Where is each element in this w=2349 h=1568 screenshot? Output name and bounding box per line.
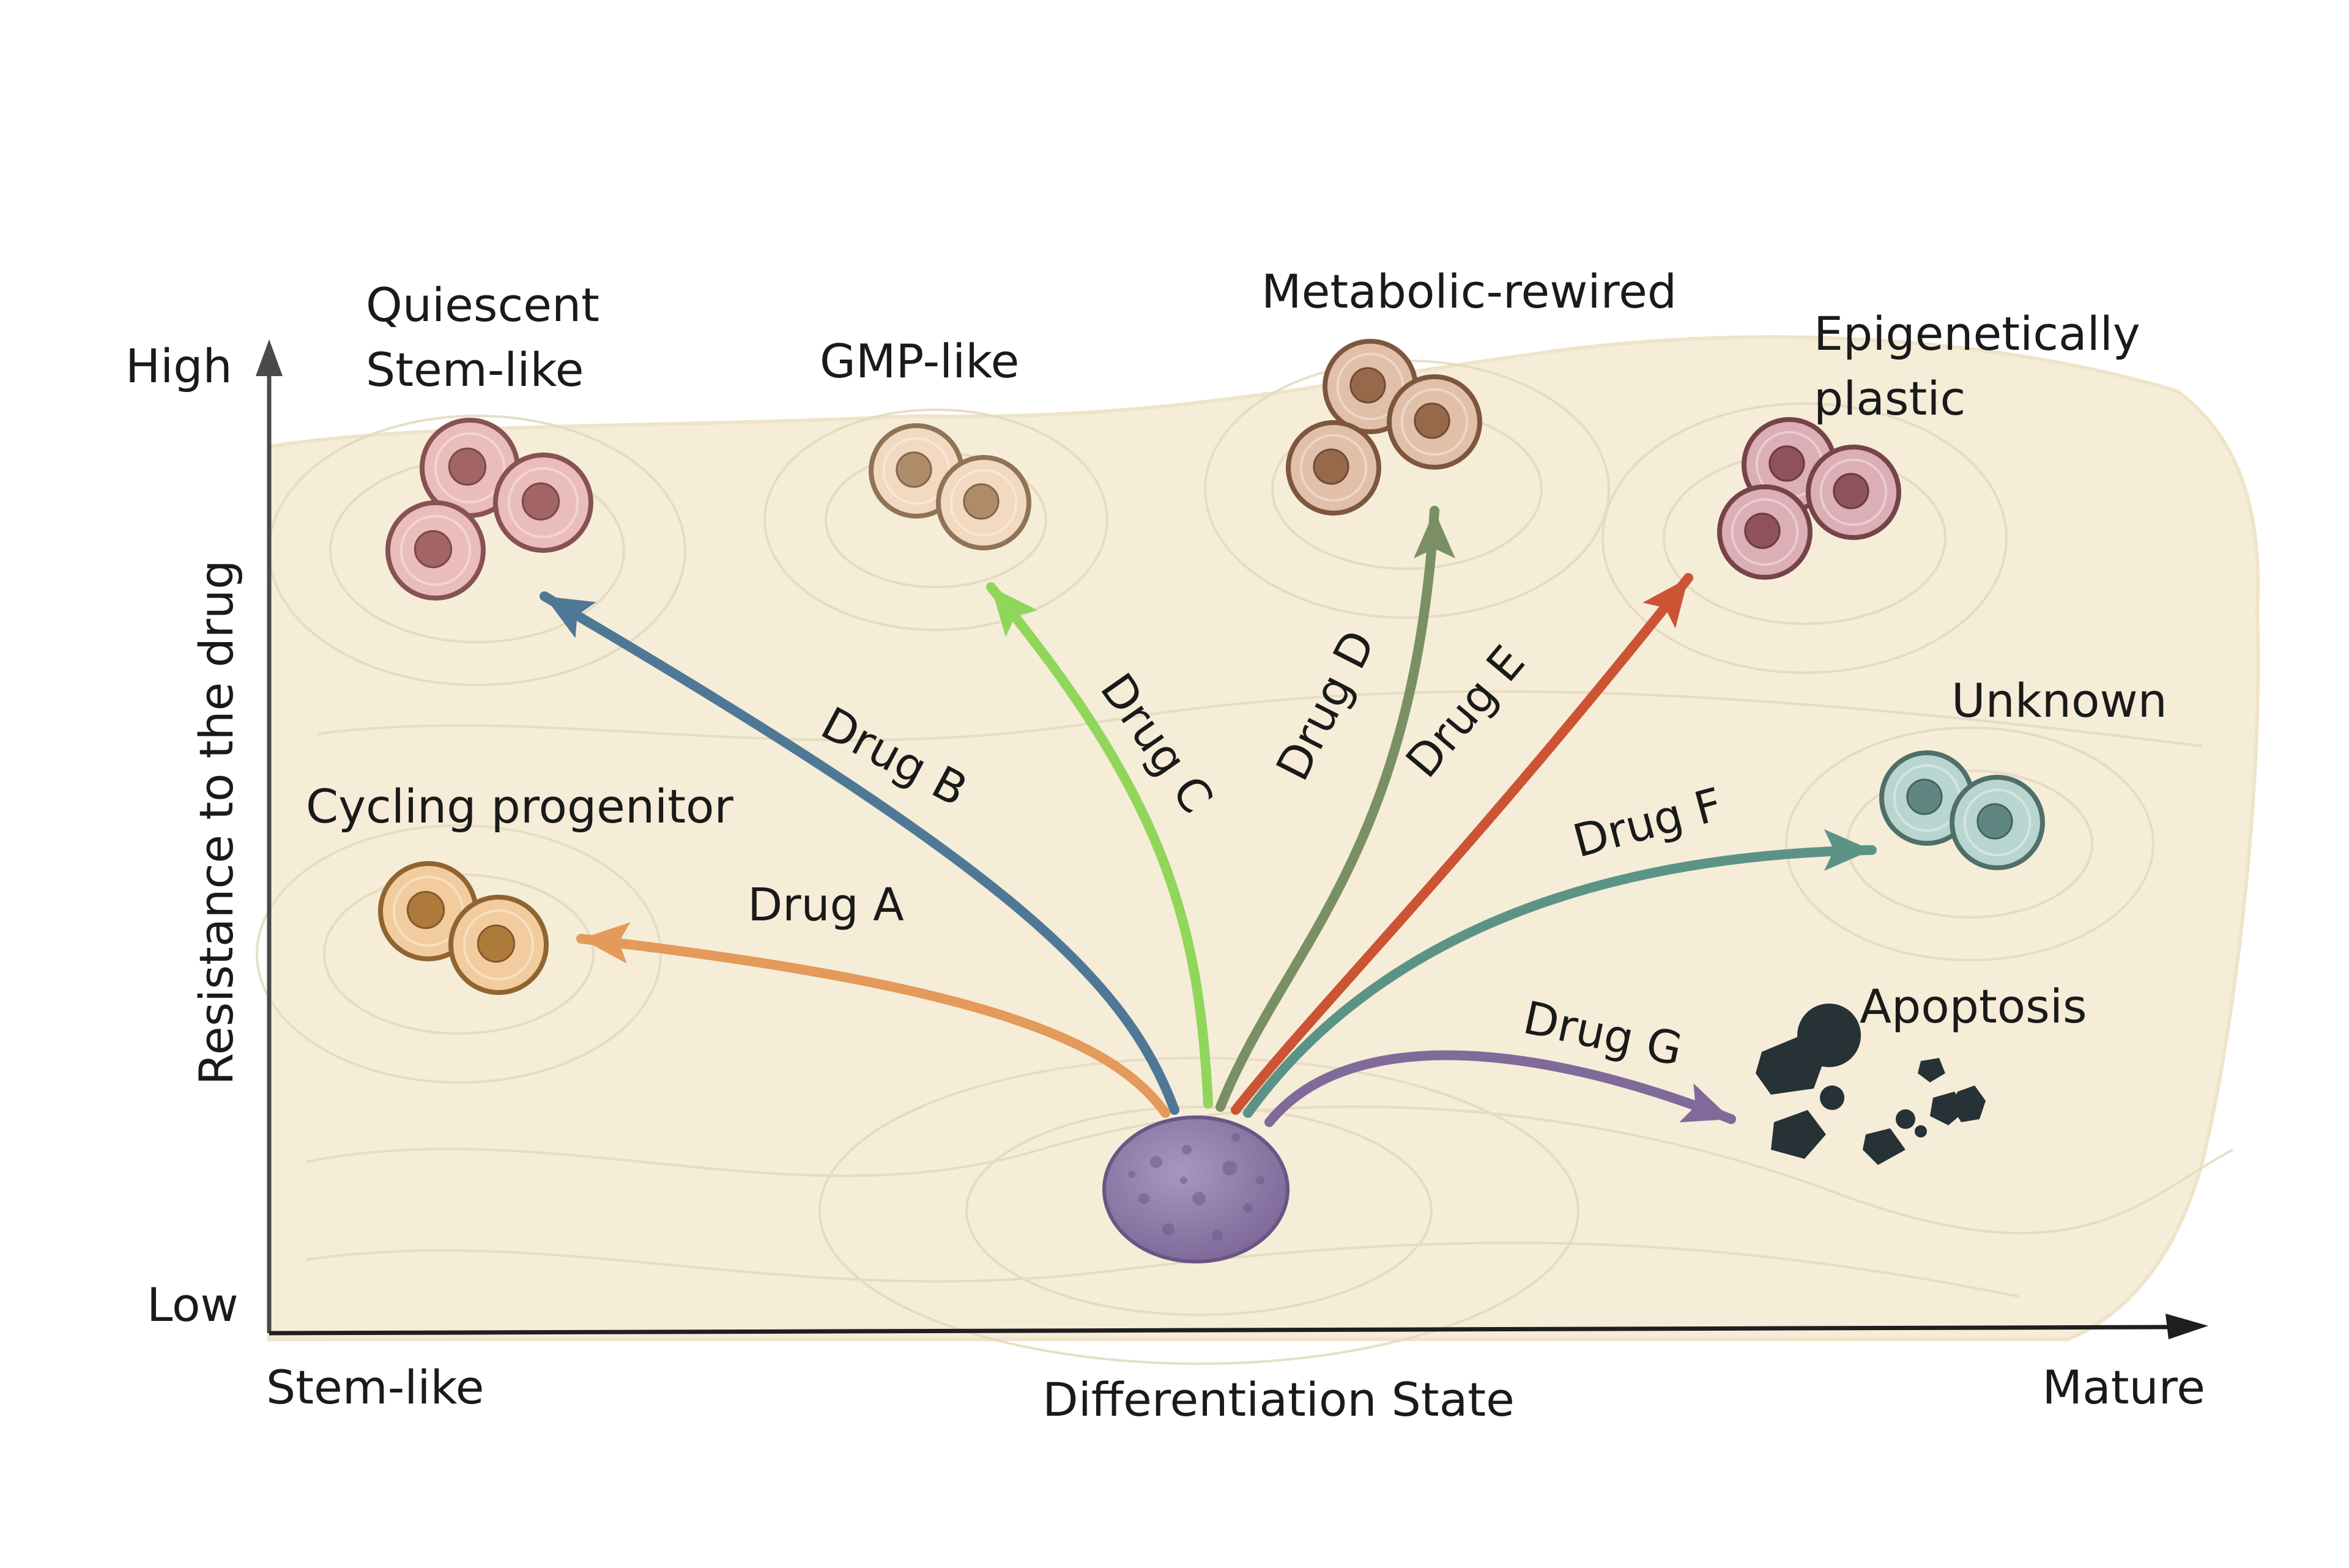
cell: [1806, 445, 1901, 540]
metabolic-rewired-label: Metabolic-rewired: [1261, 264, 1677, 319]
cell: [448, 895, 549, 995]
drug-a-label: Drug A: [748, 879, 904, 931]
drug-arrows: [540, 506, 1877, 1127]
x-axis-left-label: Stem-like: [266, 1360, 484, 1415]
cell: [1286, 420, 1381, 516]
starting-cell: [1102, 1115, 1290, 1263]
cycling-progenitor-cluster: [378, 861, 549, 995]
drug-d-arrowhead: [1414, 511, 1455, 558]
metabolic-rewired-cluster: [1286, 339, 1482, 516]
drug-a-arrowhead: [581, 922, 631, 964]
drug-g-arrowhead: [1679, 1083, 1731, 1123]
apoptotic-fragments: [1756, 1004, 1986, 1165]
y-axis: [256, 339, 283, 1333]
x-axis: [269, 1314, 2208, 1339]
drug-b-arrow: [540, 591, 1179, 1115]
quiescent-stem-like-cluster: [385, 418, 593, 601]
gmp-like-label: GMP-like: [820, 334, 1019, 388]
cell: [1717, 484, 1813, 580]
cell: [493, 453, 593, 553]
cell: [385, 500, 486, 601]
drug-e-arrow: [1231, 573, 1693, 1115]
drug-a-arrow: [576, 934, 1170, 1118]
fate-cells: [378, 339, 2045, 995]
unknown-cluster: [1879, 750, 2045, 870]
parchment-background: [267, 335, 2260, 1341]
apoptosis-label: Apoptosis: [1860, 979, 2087, 1034]
unknown-label: Unknown: [1951, 673, 2167, 728]
cell: [1879, 750, 1975, 846]
drug-c-arrow: [986, 582, 1213, 1109]
epigenetically-plastic-cluster: [1717, 417, 1901, 580]
drug-f-arrowhead: [1824, 829, 1872, 871]
drug-g-arrow: [1264, 1050, 1736, 1127]
y-axis-high-label: High: [125, 339, 232, 393]
y-axis-title: Resistance to the drug: [189, 560, 243, 1085]
drug-c-arrowhead: [991, 587, 1038, 637]
drug-e-arrowhead: [1642, 578, 1688, 629]
x-axis-title: Differentiation State: [1042, 1372, 1515, 1427]
y-axis-low-label: Low: [147, 1278, 239, 1332]
cycling-progenitor-label: Cycling progenitor: [306, 779, 734, 834]
cell: [1950, 775, 2045, 870]
cell: [1387, 374, 1482, 470]
cell: [936, 455, 1031, 550]
drug-d-arrow: [1215, 506, 1439, 1112]
gmp-like-cluster: [869, 423, 1031, 550]
drug-f-arrow: [1243, 845, 1877, 1118]
x-axis-right-label: Mature: [2043, 1360, 2205, 1415]
contour-lines: [256, 360, 2233, 1365]
drug-b-arrowhead: [544, 596, 596, 638]
